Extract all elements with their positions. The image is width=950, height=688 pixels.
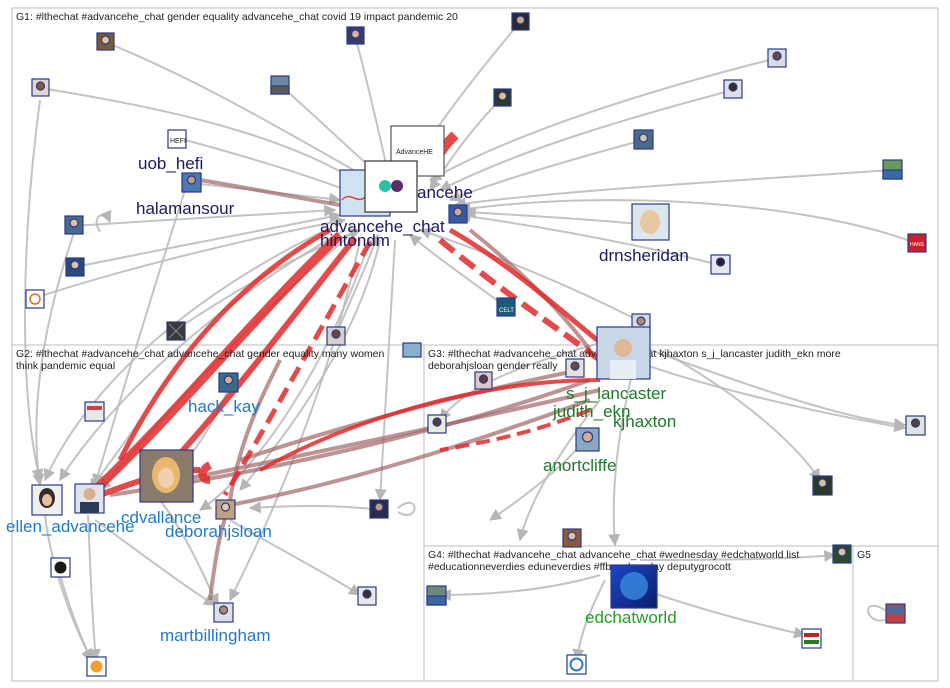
- node-avatar[interactable]: [31, 78, 50, 97]
- label-advancehe: ancehe: [417, 183, 473, 202]
- node-s-j-lancaster[interactable]: [596, 326, 651, 380]
- svg-text:AdvanceHE: AdvanceHE: [396, 149, 433, 156]
- node-avatar[interactable]: [270, 75, 290, 95]
- node-labels: uob_hefi halamansour ancehe hintondm adv…: [6, 154, 689, 645]
- node-avatar[interactable]: [346, 26, 365, 45]
- node-judith-ekn[interactable]: [565, 358, 585, 378]
- label-advancehe-chat: advancehe_chat: [320, 217, 445, 236]
- node-avatar[interactable]: [65, 257, 85, 277]
- node-avatar[interactable]: [832, 544, 852, 564]
- label-drnsheridan: drnsheridan: [599, 246, 689, 265]
- label-s-j-lancaster: s_j_lancaster: [566, 384, 667, 403]
- label-ellen-advancehe: ellen_advancehe: [6, 517, 135, 536]
- node-avatar[interactable]: [25, 289, 45, 309]
- node-avatar[interactable]: [181, 172, 202, 193]
- group-titles: G1: #lthechat #advancehe_chat gender equ…: [16, 11, 871, 573]
- avatar-nodes: HEFI HANS CELT AdvanceHE: [25, 12, 927, 677]
- node-avatar[interactable]: [96, 32, 115, 51]
- group-title-g5: G5: [857, 549, 871, 561]
- node-avatar[interactable]: [402, 342, 422, 358]
- label-kjhaxton: kjhaxton: [613, 412, 676, 431]
- node-ellen-advancehe[interactable]: [31, 484, 63, 516]
- label-hack-kay: hack_kay: [188, 397, 260, 416]
- label-deborahjsloan: deborahjsloan: [165, 522, 272, 541]
- node-avatar[interactable]: [357, 586, 377, 606]
- node-avatar[interactable]: [64, 215, 84, 235]
- node-avatar[interactable]: [493, 88, 512, 107]
- node-avatar[interactable]: [767, 48, 787, 68]
- svg-text:HANS: HANS: [910, 242, 925, 248]
- node-avatar[interactable]: [474, 371, 493, 390]
- node-avatar[interactable]: [427, 414, 447, 434]
- group-panels: [11, 7, 939, 682]
- node-avatar[interactable]: [801, 628, 822, 649]
- node-edchatworld[interactable]: [610, 564, 658, 609]
- label-halamansour: halamansour: [136, 199, 235, 218]
- node-anortcliffe[interactable]: [575, 427, 600, 452]
- node-avatar[interactable]: [905, 415, 926, 436]
- label-hintondm: hintondm: [320, 231, 390, 250]
- node-avatar[interactable]: HEFI: [167, 129, 187, 149]
- node-avatar[interactable]: [723, 79, 743, 99]
- panel-g5: [852, 545, 939, 682]
- node-avatar[interactable]: [885, 603, 906, 624]
- red-edges: [86, 131, 612, 499]
- node-avatar[interactable]: [166, 321, 186, 341]
- label-edchatworld: edchatworld: [585, 608, 677, 627]
- node-advancehe-chat-logo[interactable]: [364, 160, 418, 213]
- group-title-g2: G2: #lthechat #advancehe_chat advancehe_…: [16, 348, 387, 372]
- svg-text:HEFI: HEFI: [170, 138, 186, 145]
- node-avatar[interactable]: [426, 585, 447, 606]
- node-avatar[interactable]: [50, 557, 71, 578]
- node-avatar[interactable]: CELT: [496, 297, 516, 317]
- node-avatar[interactable]: [566, 654, 587, 675]
- node-avatar[interactable]: [86, 656, 107, 677]
- node-drnsheridan[interactable]: [631, 203, 670, 241]
- label-cdvallance: cdvallance: [121, 508, 201, 527]
- node-avatar[interactable]: [448, 204, 468, 224]
- label-uob-hefi: uob_hefi: [138, 154, 203, 173]
- label-anortcliffe: anortcliffe: [543, 456, 616, 475]
- node-hack-kay[interactable]: [218, 372, 239, 393]
- node-avatar[interactable]: [84, 401, 105, 422]
- node-avatar[interactable]: [562, 528, 582, 548]
- group-title-g1: G1: #lthechat #advancehe_chat gender equ…: [16, 11, 458, 23]
- node-avatar[interactable]: [633, 129, 654, 150]
- node-avatar[interactable]: [369, 499, 389, 519]
- node-avatar[interactable]: [326, 326, 346, 346]
- svg-text:CELT: CELT: [499, 308, 514, 314]
- node-avatar[interactable]: [74, 483, 105, 514]
- node-avatar[interactable]: [812, 475, 833, 496]
- node-deborahjsloan[interactable]: [215, 499, 236, 520]
- node-avatar[interactable]: [882, 159, 903, 180]
- panel-g3: [423, 344, 939, 547]
- node-martbillingham[interactable]: [213, 602, 234, 623]
- node-avatar[interactable]: [710, 254, 731, 275]
- node-avatar[interactable]: HANS: [907, 233, 927, 253]
- node-cdvallance[interactable]: [139, 449, 194, 503]
- node-avatar[interactable]: [511, 12, 530, 31]
- label-martbillingham: martbillingham: [160, 626, 271, 645]
- label-judith-ekn: judith_ekn: [552, 402, 631, 421]
